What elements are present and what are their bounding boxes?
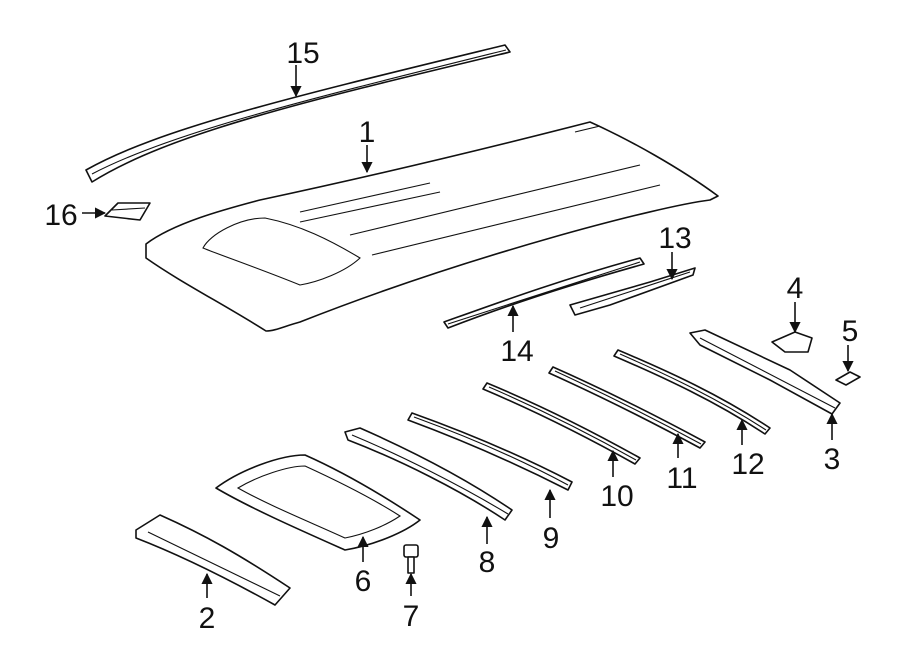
callout-4: 4 — [787, 272, 804, 305]
part-6-sunroof-frame — [215, 454, 421, 551]
callout-15: 15 — [286, 37, 319, 70]
part-15-roof-molding — [85, 44, 511, 183]
part-14-roof-bow — [443, 257, 645, 329]
callout-3: 3 — [824, 443, 841, 476]
callout-7: 7 — [403, 600, 420, 633]
callout-16: 16 — [44, 199, 77, 232]
part-4-clip — [771, 331, 813, 353]
callout-11: 11 — [666, 462, 697, 495]
part-12-roof-bow — [613, 349, 771, 435]
callout-1: 1 — [359, 116, 376, 149]
part-3-rear-header — [689, 329, 841, 415]
part-5-pad — [835, 371, 861, 386]
part-11-roof-bow — [548, 366, 706, 449]
part-16-bracket — [104, 202, 151, 221]
part-9-roof-bow — [407, 412, 573, 491]
callout-2: 2 — [199, 602, 216, 635]
callout-14: 14 — [500, 335, 533, 368]
callout-5: 5 — [842, 315, 859, 348]
callout-9: 9 — [543, 522, 560, 555]
callout-10: 10 — [600, 480, 633, 513]
part-1-roof-panel — [145, 121, 719, 332]
callout-13: 13 — [658, 222, 691, 255]
part-2-reinforcement — [135, 514, 291, 606]
part-8-front-header — [344, 427, 513, 521]
part-10-roof-bow — [482, 382, 641, 465]
part-7-bolt — [403, 544, 419, 574]
callout-8: 8 — [479, 546, 496, 579]
callout-6: 6 — [355, 565, 372, 598]
callout-12: 12 — [731, 448, 764, 481]
